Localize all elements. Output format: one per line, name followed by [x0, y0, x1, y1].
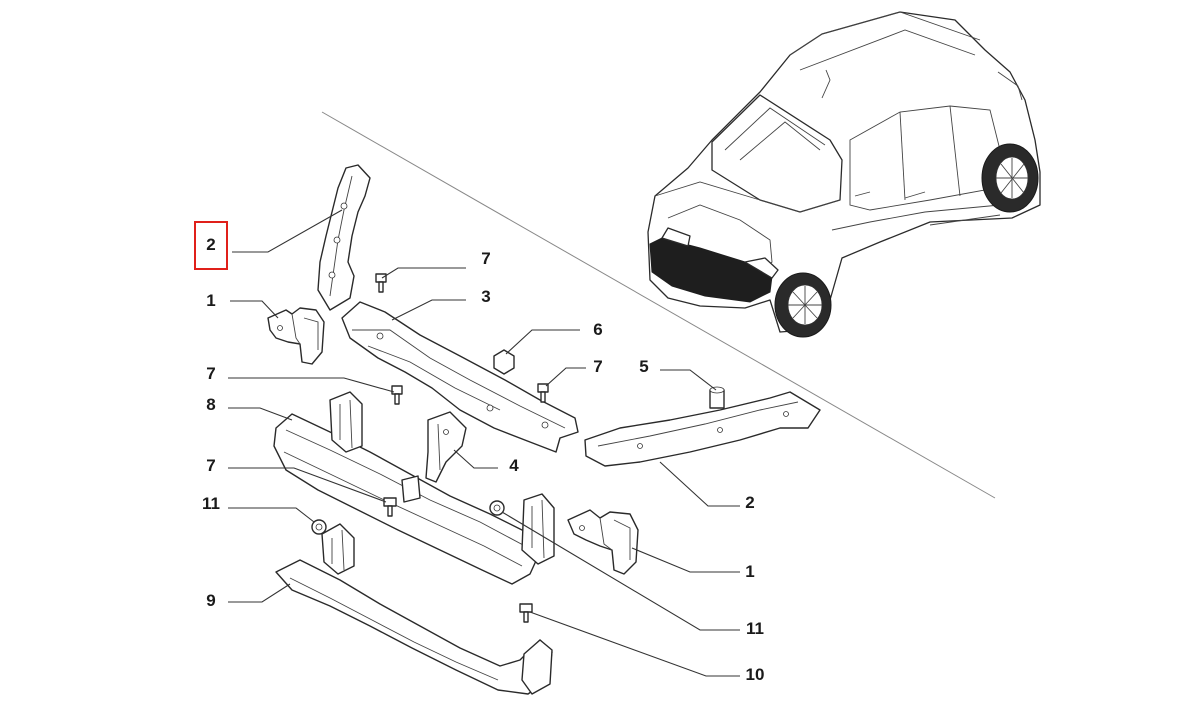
bolt-7-left — [391, 385, 403, 405]
callout-2-upper[interactable]: 2 — [206, 235, 216, 254]
part-2-lower-rail — [584, 391, 821, 467]
bolt-7-upper — [375, 273, 387, 293]
callout-2-lower[interactable]: 2 — [745, 493, 755, 512]
callout-7-right[interactable]: 7 — [593, 357, 603, 376]
callout-4[interactable]: 4 — [509, 456, 519, 475]
bolt-10 — [519, 603, 533, 623]
callout-3[interactable]: 3 — [481, 287, 491, 306]
selected-callout-highlight — [194, 221, 228, 270]
bolt-7-beam — [383, 497, 397, 517]
section-divider-line — [321, 111, 996, 499]
callout-11-left[interactable]: 11 — [202, 494, 220, 513]
part-2-upper-rail — [317, 164, 371, 311]
part-6-clip — [493, 349, 515, 375]
callout-7-beam[interactable]: 7 — [206, 456, 216, 475]
callout-5[interactable]: 5 — [639, 357, 649, 376]
leader-lines — [228, 209, 740, 677]
bolt-7-right — [537, 383, 549, 403]
callout-9[interactable]: 9 — [206, 591, 216, 610]
part-1-left-bracket — [267, 307, 325, 365]
nut-11-left — [311, 519, 327, 535]
part-4-center-bracket — [425, 411, 467, 483]
callout-11-right[interactable]: 11 — [746, 619, 764, 638]
nut-11-right — [489, 500, 505, 516]
part-9-energy-absorber — [275, 523, 553, 695]
part-3-upper-crossmember — [341, 301, 579, 453]
callout-7-left[interactable]: 7 — [206, 364, 216, 383]
callout-1-lower[interactable]: 1 — [745, 562, 755, 581]
part-5-bushing — [709, 386, 725, 409]
part-8-bumper-beam — [273, 391, 555, 585]
car-illustration — [647, 11, 1041, 338]
part-1-right-bracket — [567, 509, 639, 575]
callout-8[interactable]: 8 — [206, 395, 216, 414]
callout-6[interactable]: 6 — [593, 320, 603, 339]
callout-7-upper[interactable]: 7 — [481, 249, 491, 268]
callout-1-upper[interactable]: 1 — [206, 291, 216, 310]
callout-10[interactable]: 10 — [745, 665, 765, 684]
